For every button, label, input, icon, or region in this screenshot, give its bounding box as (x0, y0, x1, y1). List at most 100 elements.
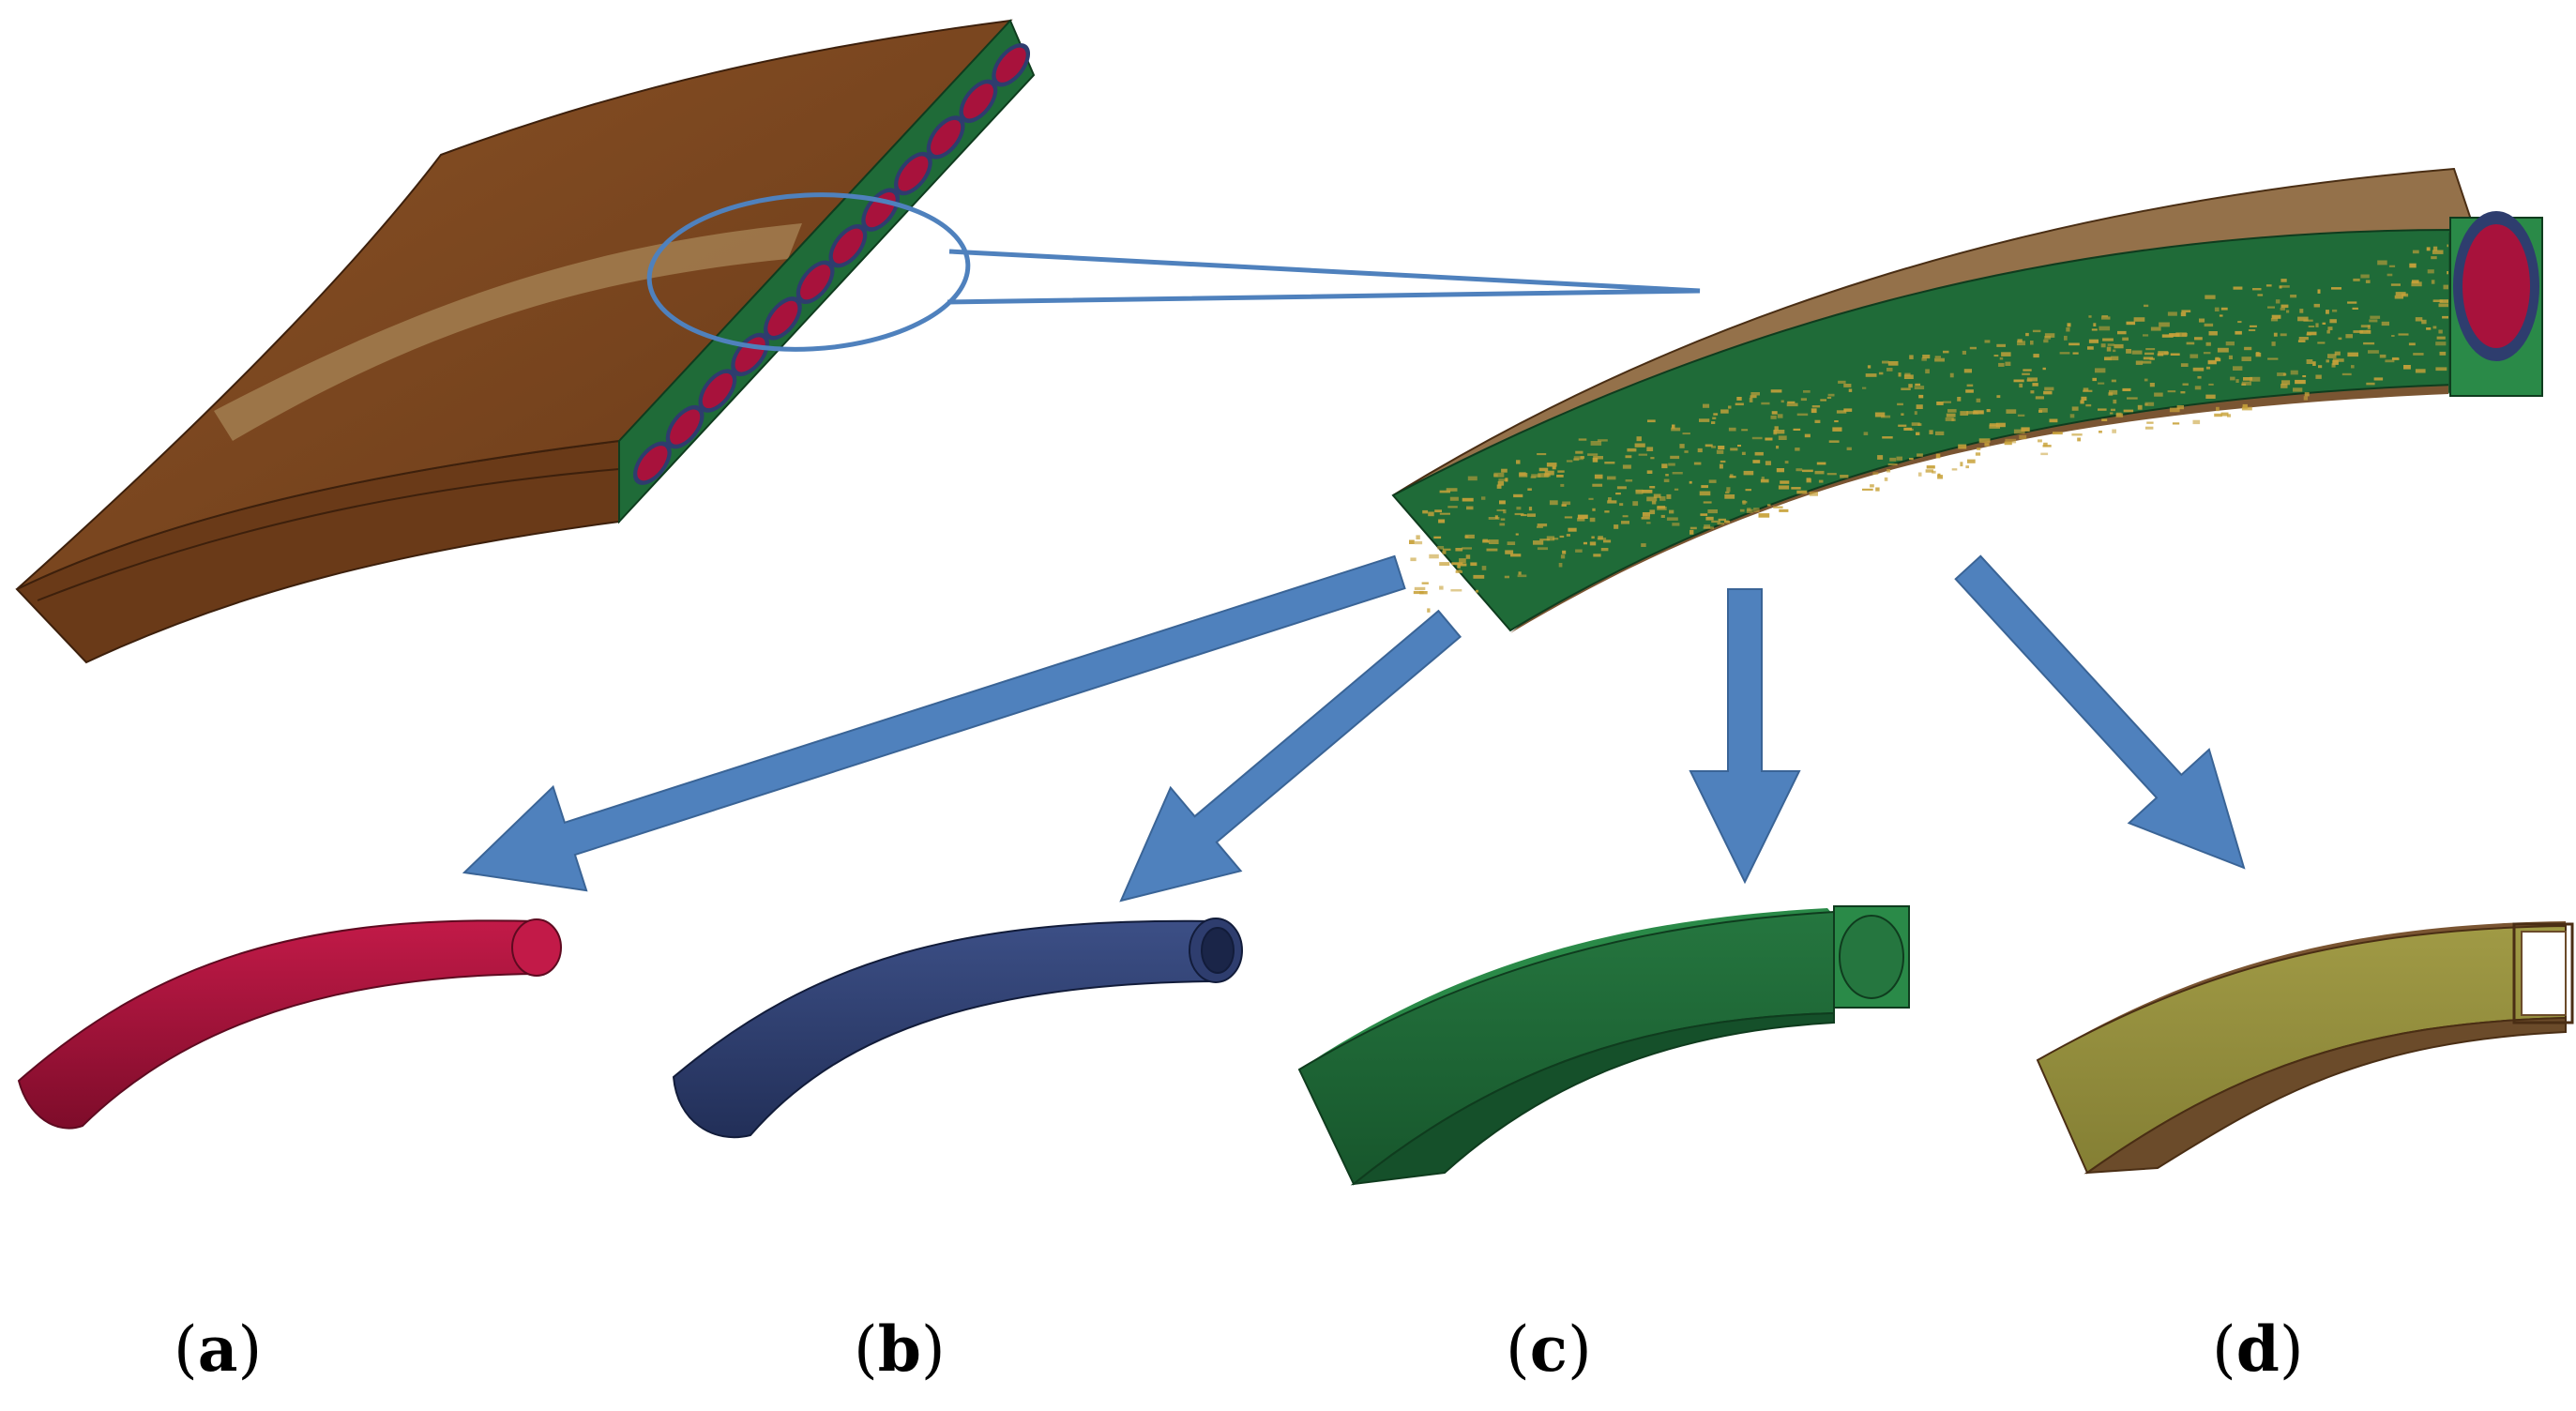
rve-speckle (1621, 521, 1629, 524)
rve-speckle (2298, 337, 2309, 341)
rve-speckle (1592, 457, 1599, 463)
rve-speckle (1965, 465, 1969, 469)
caption-b-open: ( (854, 1313, 878, 1386)
rve-speckle (1634, 443, 1645, 448)
rve-speckle (1777, 414, 1783, 418)
rve-speckle (2297, 316, 2309, 322)
rve-speckle (1915, 383, 1921, 386)
rve-speckle (1770, 415, 1777, 419)
rve-speckle (2244, 346, 2252, 351)
rve-reinforcement-speckles (1409, 244, 2453, 613)
rve-speckle (1881, 415, 1891, 418)
rve-speckle (2143, 357, 2154, 360)
caption-c-close: ) (1567, 1313, 1592, 1386)
rve-speckle (1489, 539, 1499, 544)
rve-speckle (1816, 462, 1826, 465)
rve-speckle (2098, 408, 2107, 411)
rve-speckle (1889, 457, 1897, 462)
rve-speckle (2149, 383, 2155, 387)
rve-speckle (1745, 489, 1751, 492)
rve-speckle (2019, 383, 2023, 388)
rve-speckle (2182, 383, 2189, 386)
rve-speckle (1703, 403, 1710, 408)
rve-speckle (2004, 441, 2012, 446)
fiber-end-cap (511, 918, 562, 977)
rve-speckle (1725, 491, 1730, 494)
rve-speckle (1577, 514, 1588, 519)
rve-speckle (2032, 329, 2041, 333)
rve-speckle (2113, 349, 2116, 353)
rve-speckle (2421, 319, 2427, 325)
rve-speckle (1742, 500, 1746, 505)
rve-speckle (1811, 405, 1821, 408)
rve-speckle (2395, 292, 2406, 296)
rve-speckle (2360, 325, 2371, 328)
rve-speckle (2205, 341, 2211, 346)
rve-speckle (2327, 354, 2337, 358)
rve-speckle (1719, 463, 1723, 469)
rve-speckle (2237, 321, 2242, 324)
rve-speckle (1666, 493, 1672, 499)
rve-speckle (2117, 330, 2127, 335)
rve-speckle (1438, 519, 1446, 523)
rve-speckle (2127, 397, 2138, 400)
rve-speckle (1943, 350, 1949, 354)
rve-speckle (1666, 517, 1678, 521)
rve-speckle (1887, 469, 1891, 473)
rve-speckle (1517, 574, 1527, 578)
rve-speckle (1946, 413, 1956, 417)
rve-speckle (2021, 427, 2030, 432)
rve-speckle (2098, 382, 2105, 385)
rve-speckle (2043, 390, 2053, 395)
rve-speckle (1537, 453, 1547, 456)
rve-speckle (1589, 517, 1596, 523)
rve-speckle (1887, 361, 1899, 366)
rve-speckle (1588, 497, 1594, 500)
rve-speckle (1699, 418, 1710, 422)
rve-speckle (2167, 390, 2176, 393)
rve-speckle (2290, 370, 2298, 375)
rve-speckle (2295, 379, 2306, 385)
rve-speckle (1646, 470, 1653, 474)
rve-speckle (1729, 476, 1736, 478)
rve-speckle (1896, 456, 1902, 461)
callout-magnifier (646, 192, 1701, 352)
rve-speckle (2366, 329, 2371, 332)
rve-speckle (1499, 523, 1506, 526)
rve-speckle (1558, 563, 1563, 568)
rve-speckle (2338, 337, 2342, 341)
rve-speckle (1562, 501, 1571, 506)
rve-speckle (1510, 554, 1522, 557)
rve-speckle (1566, 460, 1573, 463)
rve-speckle (1528, 507, 1533, 511)
rve-speckle (1796, 413, 1809, 417)
interphase-end-hole (1201, 927, 1235, 974)
rve-speckle (1670, 455, 1680, 460)
caption-b-letter: b (877, 1312, 921, 1386)
rve-speckle (1875, 487, 1880, 492)
rve-speckle (1998, 362, 2005, 367)
rve-speckle (2331, 287, 2341, 290)
rve-speckle (1414, 540, 1423, 545)
rve-speckle (1995, 422, 2006, 428)
rve-speckle (1776, 468, 1784, 473)
rve-speckle (1537, 525, 1543, 528)
rve-speckle (1608, 497, 1612, 501)
rve-speckle (2087, 346, 2094, 350)
rve-speckle (1800, 398, 1807, 402)
rve-speckle (1832, 427, 1842, 432)
rve-speckle (2381, 321, 2389, 326)
rve-speckle (1765, 437, 1773, 441)
rve-speckle (1705, 444, 1713, 448)
rve-speckle (1446, 488, 1458, 492)
rve-speckle (1965, 389, 1974, 393)
rve-speckle (1814, 419, 1821, 423)
rve-speckle (2409, 263, 2417, 268)
rve-speckle (2030, 390, 2035, 394)
rve-speckle (2208, 331, 2218, 336)
rve-speckle (1827, 393, 1835, 397)
rve-speckle (1778, 435, 1787, 440)
rve-speckle (2334, 351, 2341, 356)
rve-speckle (2112, 429, 2116, 433)
